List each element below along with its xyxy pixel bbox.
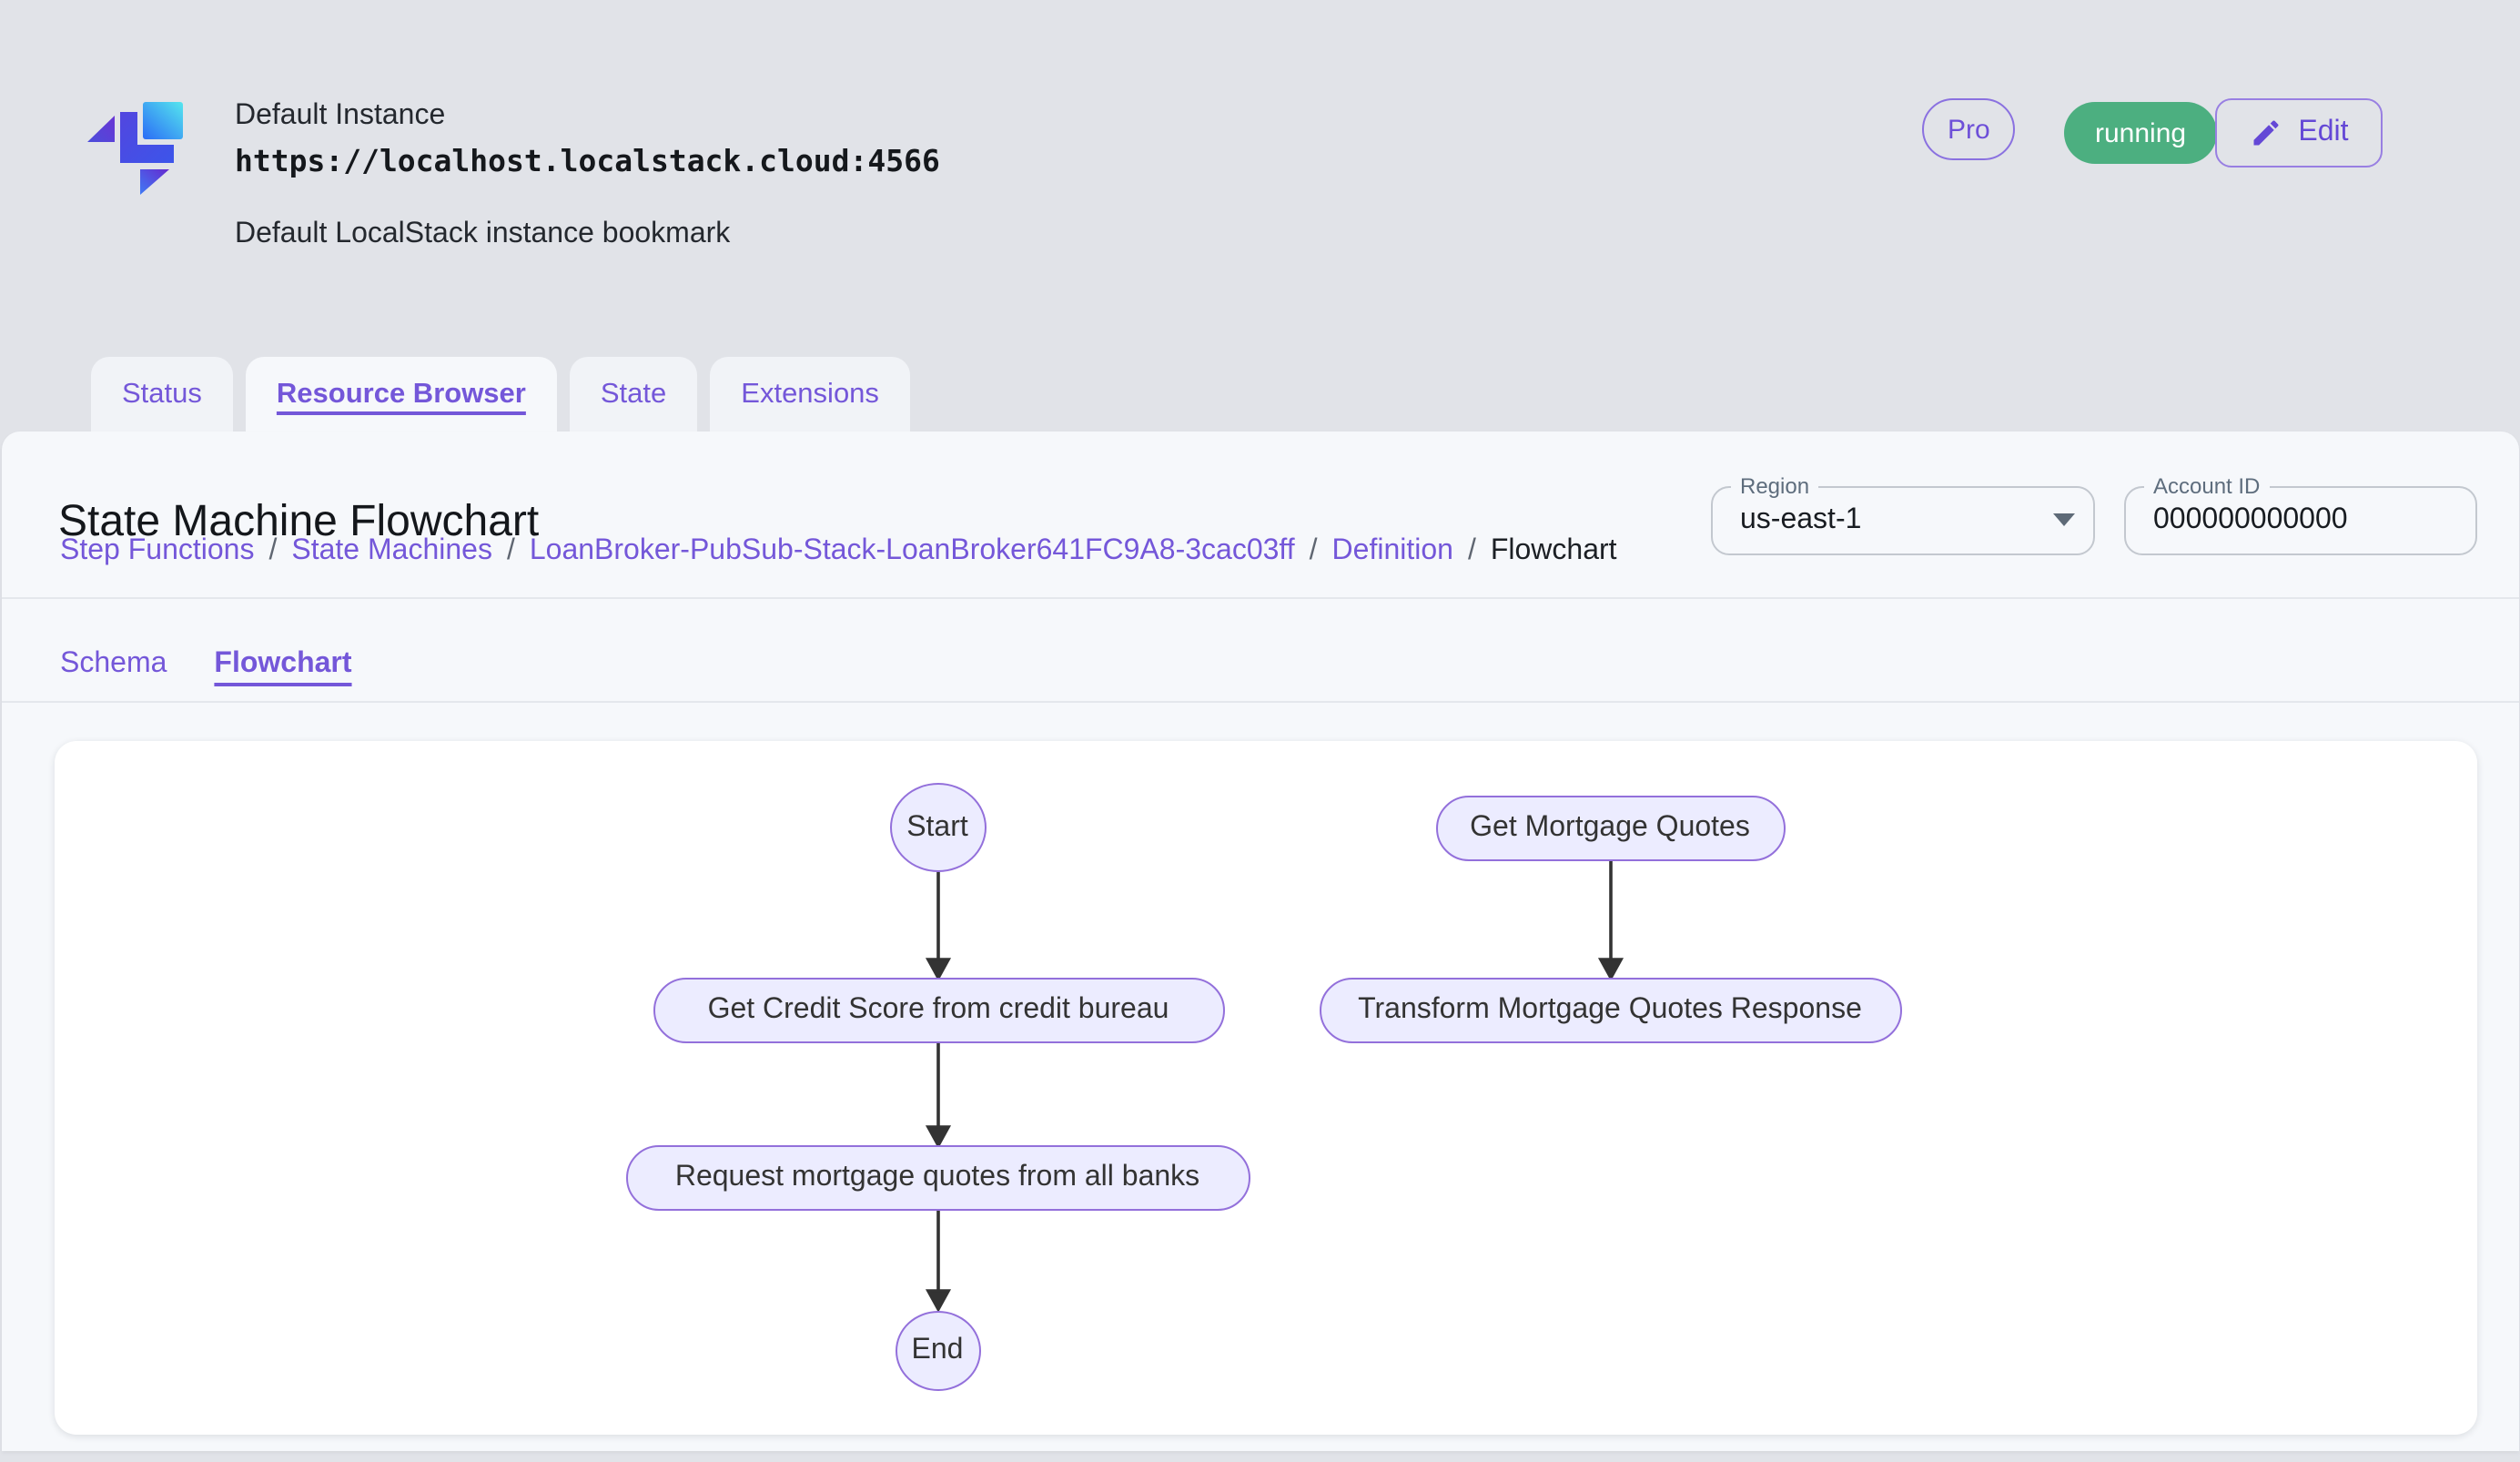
edit-button-label: Edit	[2298, 117, 2349, 147]
tab-resource-browser[interactable]: Resource Browser	[245, 357, 557, 431]
flowchart-node-start[interactable]: Start	[889, 783, 986, 872]
region-select-value: us-east-1	[1740, 504, 1862, 535]
instance-name: Default Instance	[235, 100, 446, 131]
breadcrumb-state-machine-name[interactable]: LoanBroker-PubSub-Stack-LoanBroker641FC9…	[529, 535, 1295, 566]
dropdown-arrow-icon	[2053, 513, 2075, 526]
account-id-field[interactable]: Account ID	[2124, 473, 2477, 555]
divider	[2, 597, 2518, 599]
tab-extensions[interactable]: Extensions	[710, 357, 910, 431]
instance-url: https://localhost.localstack.cloud:4566	[235, 144, 940, 178]
main-tabs: Status Resource Browser State Extensions	[91, 357, 910, 431]
page-title: State Machine Flowchart	[58, 497, 540, 547]
region-select[interactable]: Region us-east-1	[1711, 473, 2095, 555]
definition-subtabs: Schema Flowchart	[60, 626, 352, 701]
status-badge: running	[2064, 102, 2218, 164]
breadcrumb: Step Functions / State Machines / LoanBr…	[60, 535, 1617, 568]
flowchart-node-transform-response[interactable]: Transform Mortgage Quotes Response	[1319, 978, 1901, 1043]
breadcrumb-separator: /	[1467, 535, 1476, 566]
resource-browser-panel: State Machine Flowchart Step Functions /…	[2, 431, 2518, 1451]
subtab-flowchart[interactable]: Flowchart	[214, 647, 352, 678]
breadcrumb-separator: /	[1309, 535, 1318, 566]
state-machine-flowchart-canvas: Start Get Mortgage Quotes Get Credit Sco…	[54, 741, 2476, 1435]
breadcrumb-flowchart: Flowchart	[1490, 535, 1617, 566]
pencil-icon	[2252, 120, 2278, 146]
account-id-input[interactable]	[2153, 488, 2430, 553]
breadcrumb-separator: /	[506, 535, 515, 566]
divider	[2, 701, 2518, 703]
flowchart-node-request-quotes[interactable]: Request mortgage quotes from all banks	[625, 1145, 1250, 1211]
pro-chip: Pro	[1922, 98, 2016, 160]
flowchart-edges	[924, 861, 1624, 1313]
edit-button[interactable]: Edit	[2215, 98, 2383, 168]
tab-status[interactable]: Status	[91, 357, 233, 431]
tab-state[interactable]: State	[569, 357, 698, 431]
region-select-label: Region	[1731, 473, 1819, 499]
breadcrumb-step-functions[interactable]: Step Functions	[60, 535, 255, 566]
breadcrumb-state-machines[interactable]: State Machines	[291, 535, 492, 566]
flowchart-node-get-mortgage-quotes[interactable]: Get Mortgage Quotes	[1435, 796, 1785, 861]
subtab-schema[interactable]: Schema	[60, 647, 167, 678]
flowchart-node-end[interactable]: End	[895, 1311, 980, 1391]
breadcrumb-definition[interactable]: Definition	[1331, 535, 1453, 566]
flowchart-node-get-credit-score[interactable]: Get Credit Score from credit bureau	[653, 978, 1224, 1043]
localstack-logo	[87, 102, 183, 195]
breadcrumb-separator: /	[268, 535, 278, 566]
instance-description: Default LocalStack instance bookmark	[235, 218, 731, 249]
